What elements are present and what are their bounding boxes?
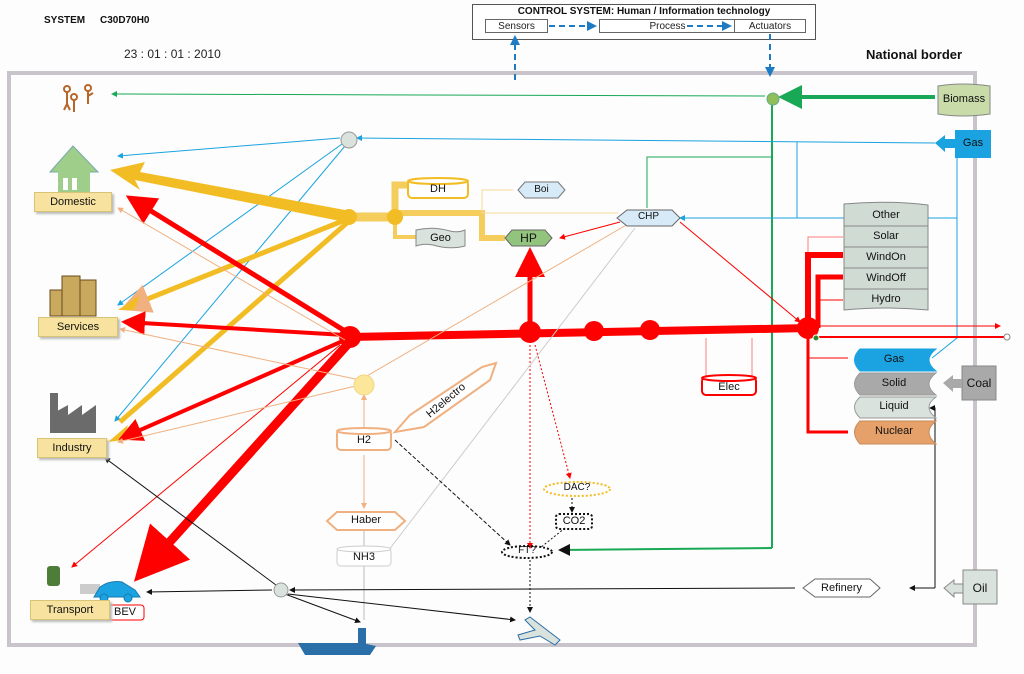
domestic-sector[interactable]: Domestic — [34, 192, 112, 212]
h2electro-node[interactable] — [392, 361, 498, 434]
sensors-box[interactable]: Sensors — [485, 19, 548, 33]
train-icon — [47, 566, 60, 586]
ft-node[interactable] — [501, 545, 553, 559]
actuators-box[interactable]: Actuators — [734, 19, 806, 33]
elec-storage[interactable] — [701, 374, 757, 396]
gas-import-source[interactable] — [935, 130, 991, 158]
dh-label: DH — [430, 183, 446, 195]
elec-label: Elec — [718, 381, 740, 393]
h2-storage[interactable] — [336, 427, 392, 451]
oil-source[interactable] — [943, 569, 998, 605]
coal-source[interactable] — [943, 365, 997, 401]
fuel-solid[interactable]: Solid — [881, 377, 907, 389]
car-icon — [93, 581, 141, 603]
dh-storage[interactable] — [407, 177, 469, 199]
geo-label: Geo — [430, 232, 451, 244]
electricity-flows — [71, 195, 1011, 582]
coal-label: Coal — [966, 376, 992, 390]
control-system-box: CONTROL SYSTEM: Human / Information tech… — [472, 4, 816, 40]
truck-icon — [80, 584, 100, 594]
biomass-source[interactable] — [937, 83, 991, 117]
gas-hub — [340, 131, 358, 149]
national-border-label: National border — [866, 47, 963, 62]
renewable-other[interactable]: Other — [872, 209, 900, 221]
factory-icon — [50, 393, 96, 433]
nh3-label: NH3 — [352, 551, 375, 563]
process-box[interactable]: Process — [599, 19, 736, 33]
industry-sector[interactable]: Industry — [37, 438, 107, 458]
bev-label: BEV — [113, 606, 136, 618]
house-icon — [48, 145, 100, 192]
people-icon — [63, 84, 94, 112]
chp-node[interactable] — [616, 209, 681, 227]
h2-label: H2 — [356, 434, 372, 446]
renewable-windoff[interactable]: WindOff — [866, 272, 906, 284]
haber-node[interactable] — [325, 511, 407, 531]
transport-sector[interactable]: Transport — [30, 600, 110, 620]
control-system-title: CONTROL SYSTEM: Human / Information tech… — [517, 6, 771, 17]
fuels-stack — [854, 348, 938, 445]
dac-node[interactable] — [543, 481, 611, 497]
dac-label: DAC? — [563, 482, 591, 493]
date-display: 23 : 01 : 01 : 2010 — [124, 47, 221, 61]
oil-flows — [104, 405, 936, 624]
boi-node[interactable] — [517, 181, 566, 199]
plane-icon — [517, 616, 561, 646]
fuel-nuclear[interactable]: Nuclear — [875, 425, 913, 437]
ft-label: FT? — [518, 545, 536, 556]
renewable-hydro[interactable]: Hydro — [871, 293, 901, 305]
system-code: C30D70H0 — [100, 15, 150, 26]
nh3-storage[interactable] — [336, 545, 392, 567]
buildings-icon — [49, 275, 97, 317]
co2-label: CO2 — [562, 515, 586, 527]
biomass-hub — [766, 92, 780, 106]
boi-label: Boi — [534, 184, 549, 195]
chp-label: CHP — [637, 211, 660, 222]
heat-flows — [110, 162, 618, 424]
ship-icon — [298, 628, 376, 655]
renewable-windon[interactable]: WindOn — [866, 251, 906, 263]
fuel-gas[interactable]: Gas — [883, 353, 905, 365]
national-border-frame — [7, 71, 977, 647]
refinery-node[interactable] — [802, 578, 881, 598]
system-label: SYSTEM — [44, 15, 86, 26]
renewables-stack — [843, 201, 929, 311]
gas-import-label: Gas — [962, 137, 984, 149]
hydrogen-flows — [117, 207, 636, 620]
oil-label: Oil — [972, 581, 988, 595]
biomass-label: Biomass — [942, 93, 986, 105]
refinery-label: Refinery — [821, 582, 862, 594]
control-arrows — [510, 21, 775, 80]
hp-label: HP — [520, 231, 537, 245]
gas-flows — [114, 135, 958, 422]
fuel-liquid[interactable]: Liquid — [879, 400, 909, 412]
hp-node[interactable] — [504, 229, 553, 247]
renewable-solar[interactable]: Solar — [873, 230, 899, 242]
services-sector[interactable]: Services — [38, 317, 118, 337]
geo-source[interactable] — [415, 227, 466, 249]
haber-label: Haber — [351, 514, 381, 526]
